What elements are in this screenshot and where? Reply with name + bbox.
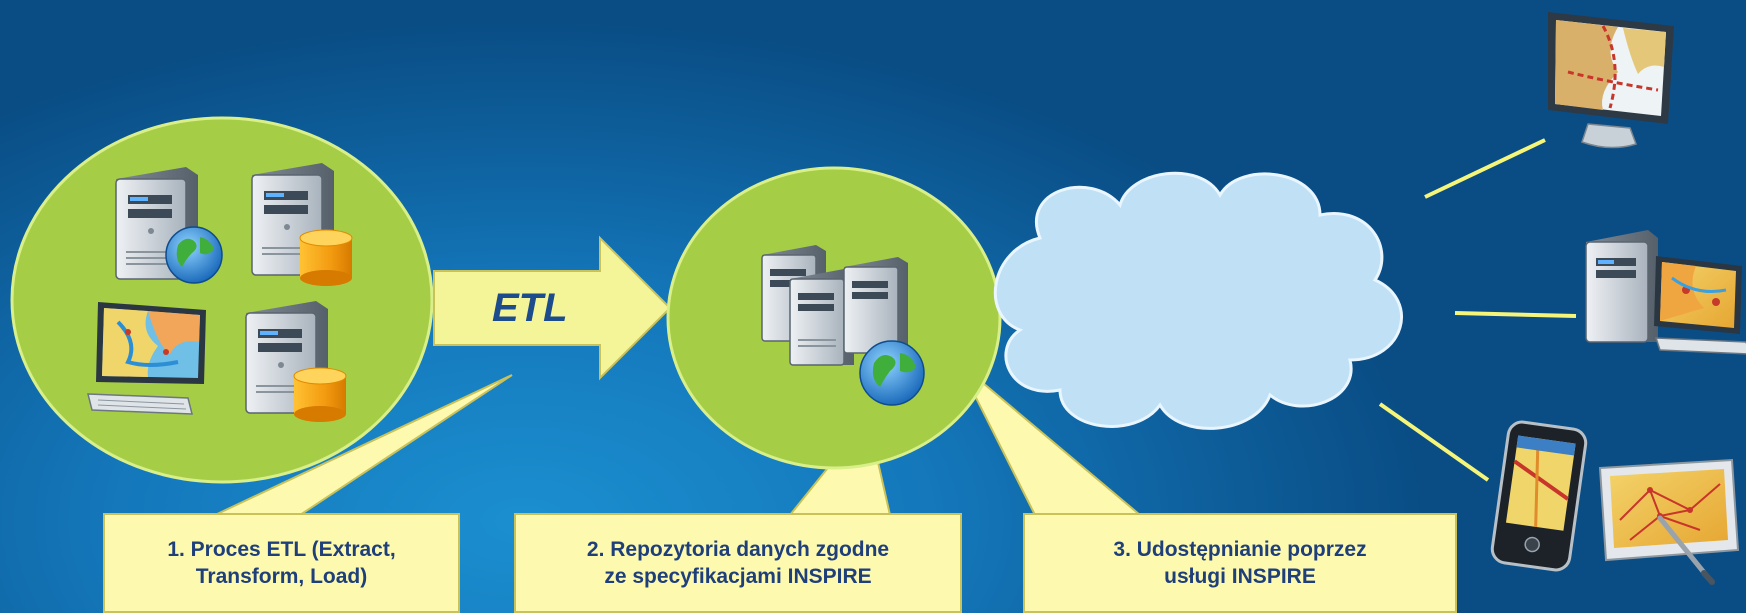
callout-text-line: ze specyfikacjami INSPIRE <box>604 565 872 588</box>
callout-text-line: 1. Proces ETL (Extract, <box>167 538 396 561</box>
callout-text-line: Transform, Load) <box>195 565 368 588</box>
mobile-device-icon <box>1490 420 1588 572</box>
desktop-map-icon <box>87 302 206 415</box>
callout-text-line: usługi INSPIRE <box>1164 565 1316 588</box>
etl-arrow <box>433 235 672 381</box>
callout-text-line: 3. Udostępnianie poprzez <box>1113 538 1367 561</box>
client-connectors <box>1378 138 1577 482</box>
callout-etl-process: 1. Proces ETL (Extract, Transform, Load) <box>103 513 460 613</box>
server-database-icon <box>245 301 347 422</box>
callout-text-line: 2. Repozytoria danych zgodne <box>586 538 890 561</box>
connector-line <box>1424 138 1546 199</box>
server-cluster-globe-icon <box>761 245 925 406</box>
callout-repositories: 2. Repozytoria danych zgodne ze specyfik… <box>514 513 962 613</box>
connector-line <box>1378 402 1490 482</box>
cloud-icon <box>993 171 1403 430</box>
etl-label: ETL <box>492 286 568 330</box>
callout-services: 3. Udostępnianie poprzez usługi INSPIRE <box>1023 513 1457 613</box>
connector-line <box>1454 311 1577 318</box>
data-sources-circle <box>10 116 434 484</box>
server-database-icon <box>251 163 353 286</box>
monitor-map-icon <box>1548 12 1674 149</box>
tablet-map-icon <box>1598 458 1740 585</box>
server-globe-icon <box>115 167 223 284</box>
desktop-computer-map-icon <box>1585 230 1746 355</box>
